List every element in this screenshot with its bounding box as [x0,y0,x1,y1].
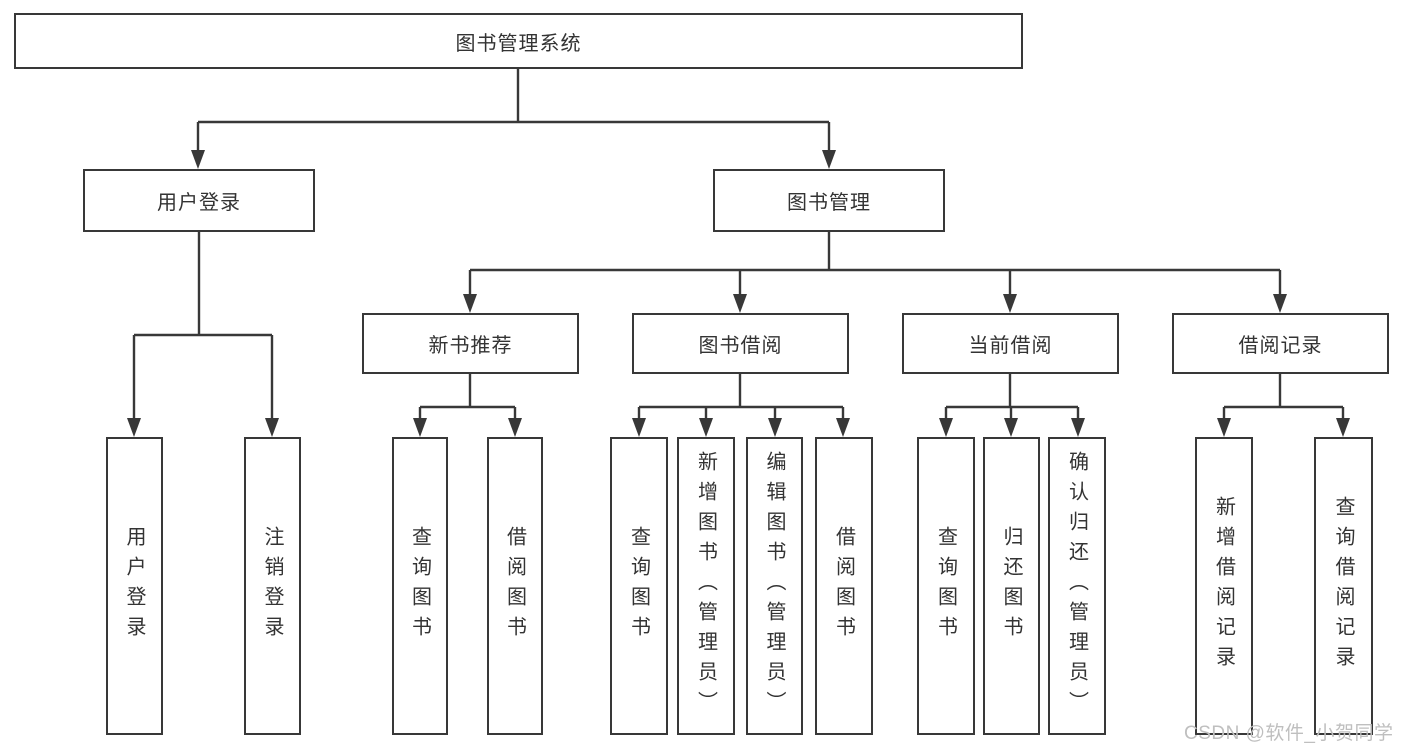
node-cb-return-books: 归还图书 [983,437,1040,735]
arrowhead [836,418,850,437]
arrowhead [191,150,205,169]
arrowhead [699,418,713,437]
node-bb-borrow-books: 借阅图书 [815,437,873,735]
connector-line [132,232,274,422]
node-new-book-recommendation: 新书推荐 [362,313,579,374]
node-cb-query-books: 查询图书 [917,437,975,735]
arrowhead [1273,294,1287,313]
connector-line [196,69,831,154]
node-book-management: 图书管理 [713,169,945,232]
arrowhead [1004,418,1018,437]
arrowhead [508,418,522,437]
node-nr-borrow-books: 借阅图书 [487,437,543,735]
node-bb-query-books: 查询图书 [610,437,668,735]
node-user-login-group: 用户登录 [83,169,315,232]
arrowhead [1217,418,1231,437]
connector-line [418,374,517,422]
arrowhead [265,418,279,437]
node-br-query-record: 查询借阅记录 [1314,437,1373,735]
arrowhead [413,418,427,437]
node-br-add-record: 新增借阅记录 [1195,437,1253,735]
arrowhead [822,150,836,169]
connector-line [468,232,1282,298]
node-bb-add-books-admin: 新增图书（管理员） [677,437,735,735]
arrowhead [127,418,141,437]
node-bb-edit-books-admin: 编辑图书（管理员） [746,437,803,735]
arrowhead [1336,418,1350,437]
arrowhead [463,294,477,313]
node-current-borrowing: 当前借阅 [902,313,1119,374]
connector-line [1222,374,1345,422]
arrowhead [1071,418,1085,437]
node-borrowing-records: 借阅记录 [1172,313,1389,374]
arrowhead [733,294,747,313]
node-book-borrowing: 图书借阅 [632,313,849,374]
arrowhead [768,418,782,437]
node-nr-query-books: 查询图书 [392,437,448,735]
connector-line [637,374,845,422]
node-logout-login: 注销登录 [244,437,301,735]
connector-line [944,374,1080,422]
arrowhead [632,418,646,437]
node-library-management-system: 图书管理系统 [14,13,1023,69]
node-cb-confirm-return-admin: 确认归还（管理员） [1048,437,1106,735]
node-user-login: 用户登录 [106,437,163,735]
csdn-watermark: CSDN @软件_小贺同学 [1184,723,1394,744]
arrowhead [939,418,953,437]
arrowhead [1003,294,1017,313]
